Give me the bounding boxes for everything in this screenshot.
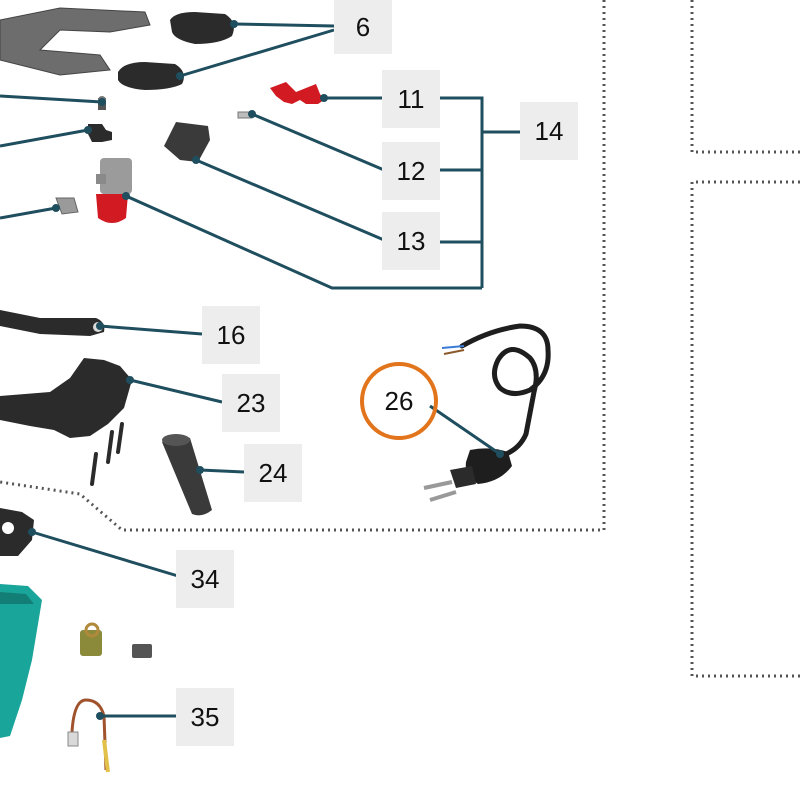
part-label-35: 35 xyxy=(176,688,234,746)
part-label-11: 11 xyxy=(382,70,440,128)
leader-16 xyxy=(99,324,203,336)
part-label-16: 16 xyxy=(202,306,260,364)
part-capacitor xyxy=(80,622,102,656)
part-label-12: 12 xyxy=(382,142,440,200)
leader-23 xyxy=(129,378,223,404)
dotted-group-borders xyxy=(0,0,800,678)
leader-lines xyxy=(0,22,520,718)
part-label-26: 26 xyxy=(384,385,414,416)
leader-bracket xyxy=(0,206,57,220)
part-11-red-trigger xyxy=(270,82,324,104)
part-6-lower-grip xyxy=(118,62,184,90)
leader-34 xyxy=(31,530,179,578)
part-23-screws xyxy=(90,422,124,486)
part-bracket xyxy=(55,197,79,215)
part-handle-frame xyxy=(0,7,151,76)
part-label-14: 14 xyxy=(520,102,578,160)
part-16-arm xyxy=(0,310,105,336)
part-26-wire-ends xyxy=(441,345,465,355)
part-6-upper-grip xyxy=(170,12,234,44)
part-label-24: 24 xyxy=(244,444,302,502)
leader-24 xyxy=(199,468,245,474)
part-switch-clip xyxy=(88,124,112,142)
leader-6-lower xyxy=(179,28,335,78)
part-teal-housing xyxy=(0,584,42,738)
part-24-tube xyxy=(162,434,212,516)
part-label-34: 34 xyxy=(176,550,234,608)
part-23-body-half xyxy=(0,358,132,438)
part-label-6: 6 xyxy=(334,0,392,54)
leader-12 xyxy=(251,112,385,172)
part-26-power-cord xyxy=(459,323,551,457)
leader-dots xyxy=(28,20,504,720)
part-13-cover xyxy=(164,122,210,162)
part-label-13: 13 xyxy=(382,212,440,270)
part-35-cable xyxy=(67,698,110,773)
part-34-clamp xyxy=(0,508,34,556)
part-motor-switch xyxy=(96,158,132,223)
leader-14-motor xyxy=(125,194,482,290)
part-26-highlight-ring[interactable] xyxy=(360,362,438,440)
part-label-23: 23 xyxy=(222,374,280,432)
leader-6-upper xyxy=(233,22,335,28)
leader-screw xyxy=(0,94,103,104)
leader-14-bracket xyxy=(440,96,520,288)
upper-right-group-border xyxy=(690,0,800,154)
leader-switch-clip xyxy=(0,128,89,148)
part-small-block xyxy=(132,644,152,658)
lower-right-group-border xyxy=(690,180,800,678)
leader-26 xyxy=(429,404,501,456)
leader-13 xyxy=(195,158,385,242)
